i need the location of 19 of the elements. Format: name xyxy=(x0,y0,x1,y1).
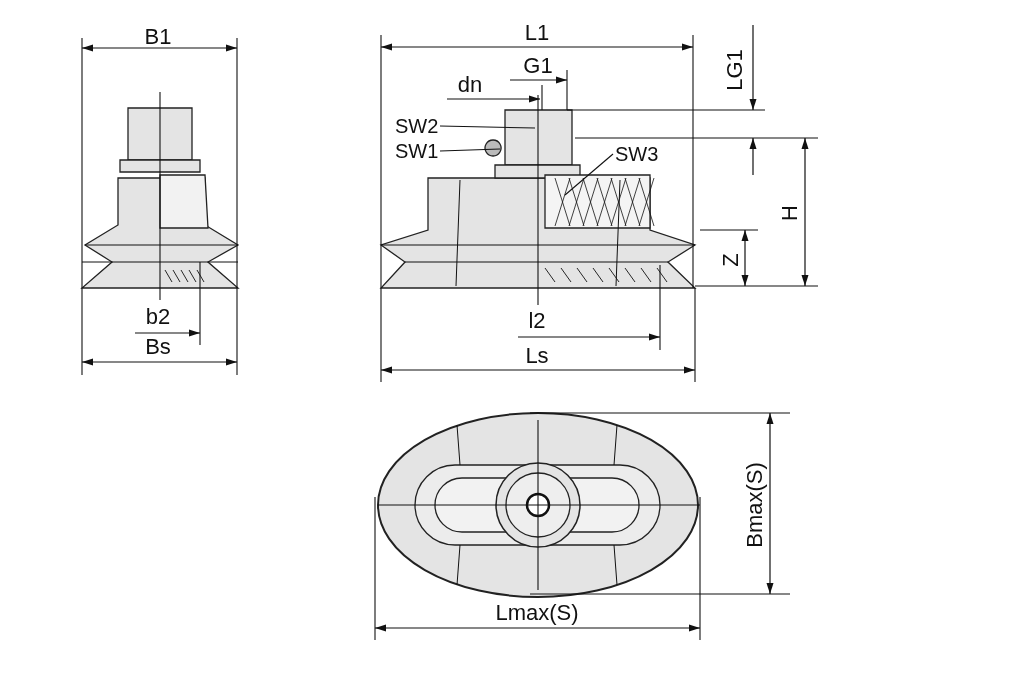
dimension-label: Bs xyxy=(145,335,171,359)
dimension-label: Bmax(S) xyxy=(743,462,767,548)
dimension-label: Z xyxy=(719,253,743,267)
dimension-label: B1 xyxy=(144,25,172,49)
dimension-label: Ls xyxy=(525,344,549,368)
dimension-label: b2 xyxy=(145,305,171,329)
callout-label: SW3 xyxy=(615,142,659,166)
dimension-label: l2 xyxy=(528,309,546,333)
leader-line xyxy=(439,125,536,129)
dimension-label: Lmax(S) xyxy=(495,601,579,625)
dimension-label: dn xyxy=(457,73,483,97)
dimension-label: H xyxy=(778,205,802,221)
callout-label: SW2 xyxy=(395,114,439,138)
leader-line xyxy=(564,153,614,196)
dimension-label: LG1 xyxy=(723,49,747,91)
dimension-label: G1 xyxy=(523,54,553,78)
leader-line xyxy=(439,148,501,152)
dimension-label: L1 xyxy=(524,21,550,45)
callout-label: SW1 xyxy=(395,139,439,163)
